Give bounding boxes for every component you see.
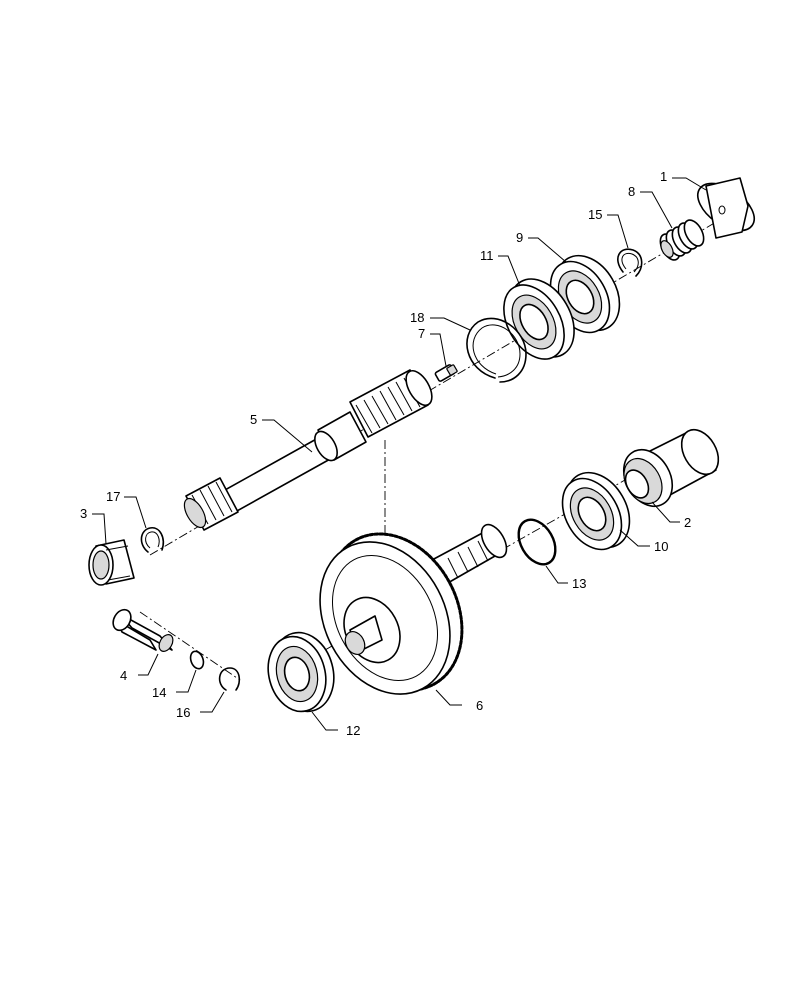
callout-14: 14 <box>152 685 166 700</box>
part-14-ring <box>189 650 205 670</box>
callout-5: 5 <box>250 412 257 427</box>
callout-15: 15 <box>588 207 602 222</box>
part-17-snap-ring <box>140 527 165 553</box>
part-13-o-ring <box>517 518 557 566</box>
part-8-spring <box>659 219 705 261</box>
callout-labels: 1 8 15 9 11 18 7 5 17 3 2 10 13 6 4 14 1… <box>80 169 691 738</box>
part-12-ball-bearing <box>267 631 335 713</box>
part-1-thrust-plate <box>697 177 755 239</box>
gear-shaft-spline <box>447 540 489 579</box>
callout-16: 16 <box>176 705 190 720</box>
part-11-ball-bearing <box>503 278 575 360</box>
part-3-needle-bearing <box>88 539 135 586</box>
callout-10: 10 <box>654 539 668 554</box>
part-15-snap-ring <box>617 248 643 277</box>
part-10-ball-bearing <box>561 471 631 551</box>
part-2-coupler <box>622 428 720 508</box>
callout-11: 11 <box>480 248 494 263</box>
callout-3: 3 <box>80 506 87 521</box>
part-18-snap-ring <box>466 317 527 383</box>
part-7-plug <box>434 364 458 382</box>
callout-2: 2 <box>684 515 691 530</box>
part-4-pin <box>112 608 174 652</box>
callout-1: 1 <box>660 169 667 184</box>
callout-13: 13 <box>572 576 586 591</box>
part-9-ball-bearing <box>549 254 621 334</box>
callout-9: 9 <box>516 230 523 245</box>
callout-8: 8 <box>628 184 635 199</box>
callout-18: 18 <box>410 310 424 325</box>
callout-17: 17 <box>106 489 120 504</box>
part-5-shaft <box>183 369 433 531</box>
callout-6: 6 <box>476 698 483 713</box>
part-16-ring <box>218 667 241 691</box>
part-6-gear <box>319 523 508 695</box>
callout-4: 4 <box>120 668 127 683</box>
leader-lines <box>92 177 707 731</box>
callout-7: 7 <box>418 326 425 341</box>
callout-12: 12 <box>346 723 360 738</box>
